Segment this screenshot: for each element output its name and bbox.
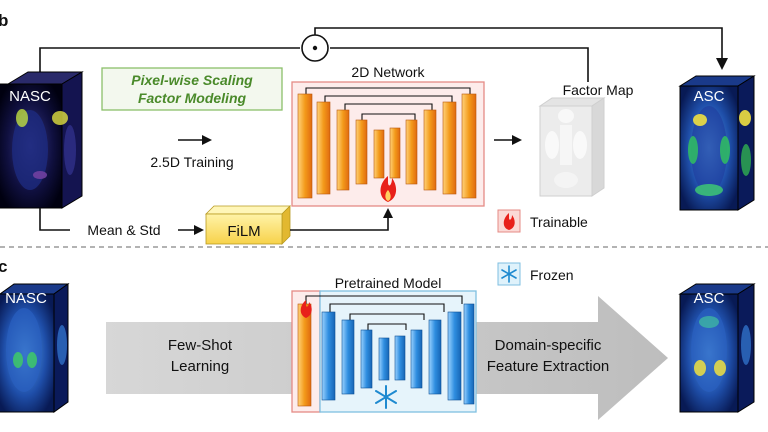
- few-shot-line2: Learning: [171, 358, 229, 375]
- factor-map-image: [538, 97, 606, 197]
- asc-label-b: ASC: [694, 88, 725, 105]
- frozen-label: Frozen: [530, 267, 574, 283]
- asc-label-c: ASC: [694, 290, 725, 307]
- training-label: 2.5D Training: [150, 154, 233, 170]
- domain-line1: Domain-specific: [495, 337, 602, 354]
- factor-to-multiply-path: [330, 47, 589, 82]
- nasc-cube-c: [0, 283, 70, 413]
- arrowhead-asc: [716, 58, 728, 70]
- few-shot-line1: Few-Shot: [168, 337, 233, 354]
- network-connections: [305, 87, 471, 120]
- pretrained-label: Pretrained Model: [335, 275, 442, 291]
- panel-c-letter: c: [0, 257, 7, 276]
- network-layers: [297, 93, 477, 199]
- factor-map-label: Factor Map: [563, 82, 634, 98]
- trainable-label: Trainable: [530, 214, 588, 230]
- nasc-cube-b: [0, 71, 84, 209]
- film-to-network-path: [290, 216, 389, 231]
- mean-std-path: [39, 208, 70, 231]
- network-output-arrowhead: [512, 135, 522, 145]
- method-box-line1: Pixel-wise Scaling: [131, 72, 253, 88]
- asc-cube-c: [678, 283, 756, 413]
- asc-cube-b: [678, 75, 756, 211]
- pretrained-first-layer: [297, 303, 312, 407]
- pretrained-frozen-layers: [321, 303, 475, 405]
- method-box-line2: Factor Modeling: [138, 90, 247, 106]
- network-label: 2D Network: [351, 64, 425, 80]
- pretrained-connections: [305, 295, 463, 330]
- flame-icon: [380, 176, 397, 202]
- panel-b-letter: b: [0, 11, 8, 30]
- frozen-snowflake-icon: [501, 265, 517, 283]
- film-label: FiLM: [227, 223, 260, 240]
- training-arrowhead: [202, 135, 212, 145]
- film-arrowhead: [194, 225, 204, 235]
- skip-connection-path: [39, 47, 300, 82]
- film-block: [205, 205, 291, 245]
- film-to-network-arrowhead: [383, 208, 393, 218]
- snowflake-icon: [375, 385, 397, 409]
- domain-line2: Feature Extraction: [487, 358, 610, 375]
- nasc-label-c: NASC: [5, 290, 47, 307]
- nasc-label-b: NASC: [9, 88, 51, 105]
- trainable-flame-icon: [503, 213, 515, 230]
- pretrained-flame-icon: [300, 300, 312, 318]
- multiply-to-asc-path: [314, 27, 723, 60]
- mean-std-label: Mean & Std: [87, 222, 160, 238]
- method-box: [101, 67, 283, 111]
- multiply-dot: [312, 45, 318, 51]
